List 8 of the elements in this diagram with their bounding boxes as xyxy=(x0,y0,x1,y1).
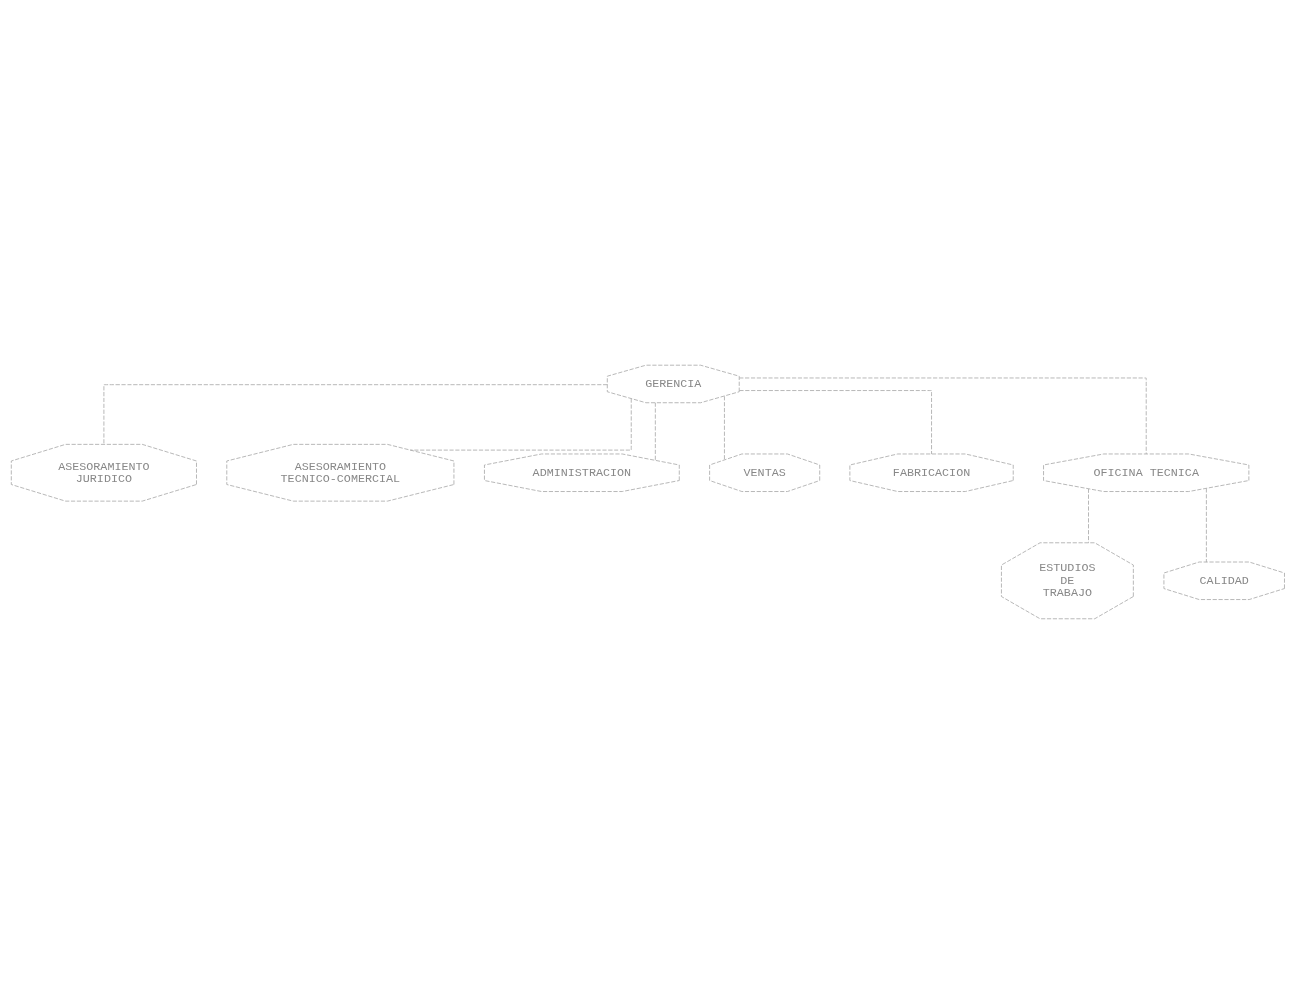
connector xyxy=(738,377,1147,455)
connector xyxy=(739,390,932,455)
connector xyxy=(410,398,632,451)
connector xyxy=(103,384,608,445)
connector xyxy=(724,395,725,461)
connector xyxy=(654,402,656,461)
connector xyxy=(1088,488,1089,544)
connector xyxy=(1205,488,1207,563)
